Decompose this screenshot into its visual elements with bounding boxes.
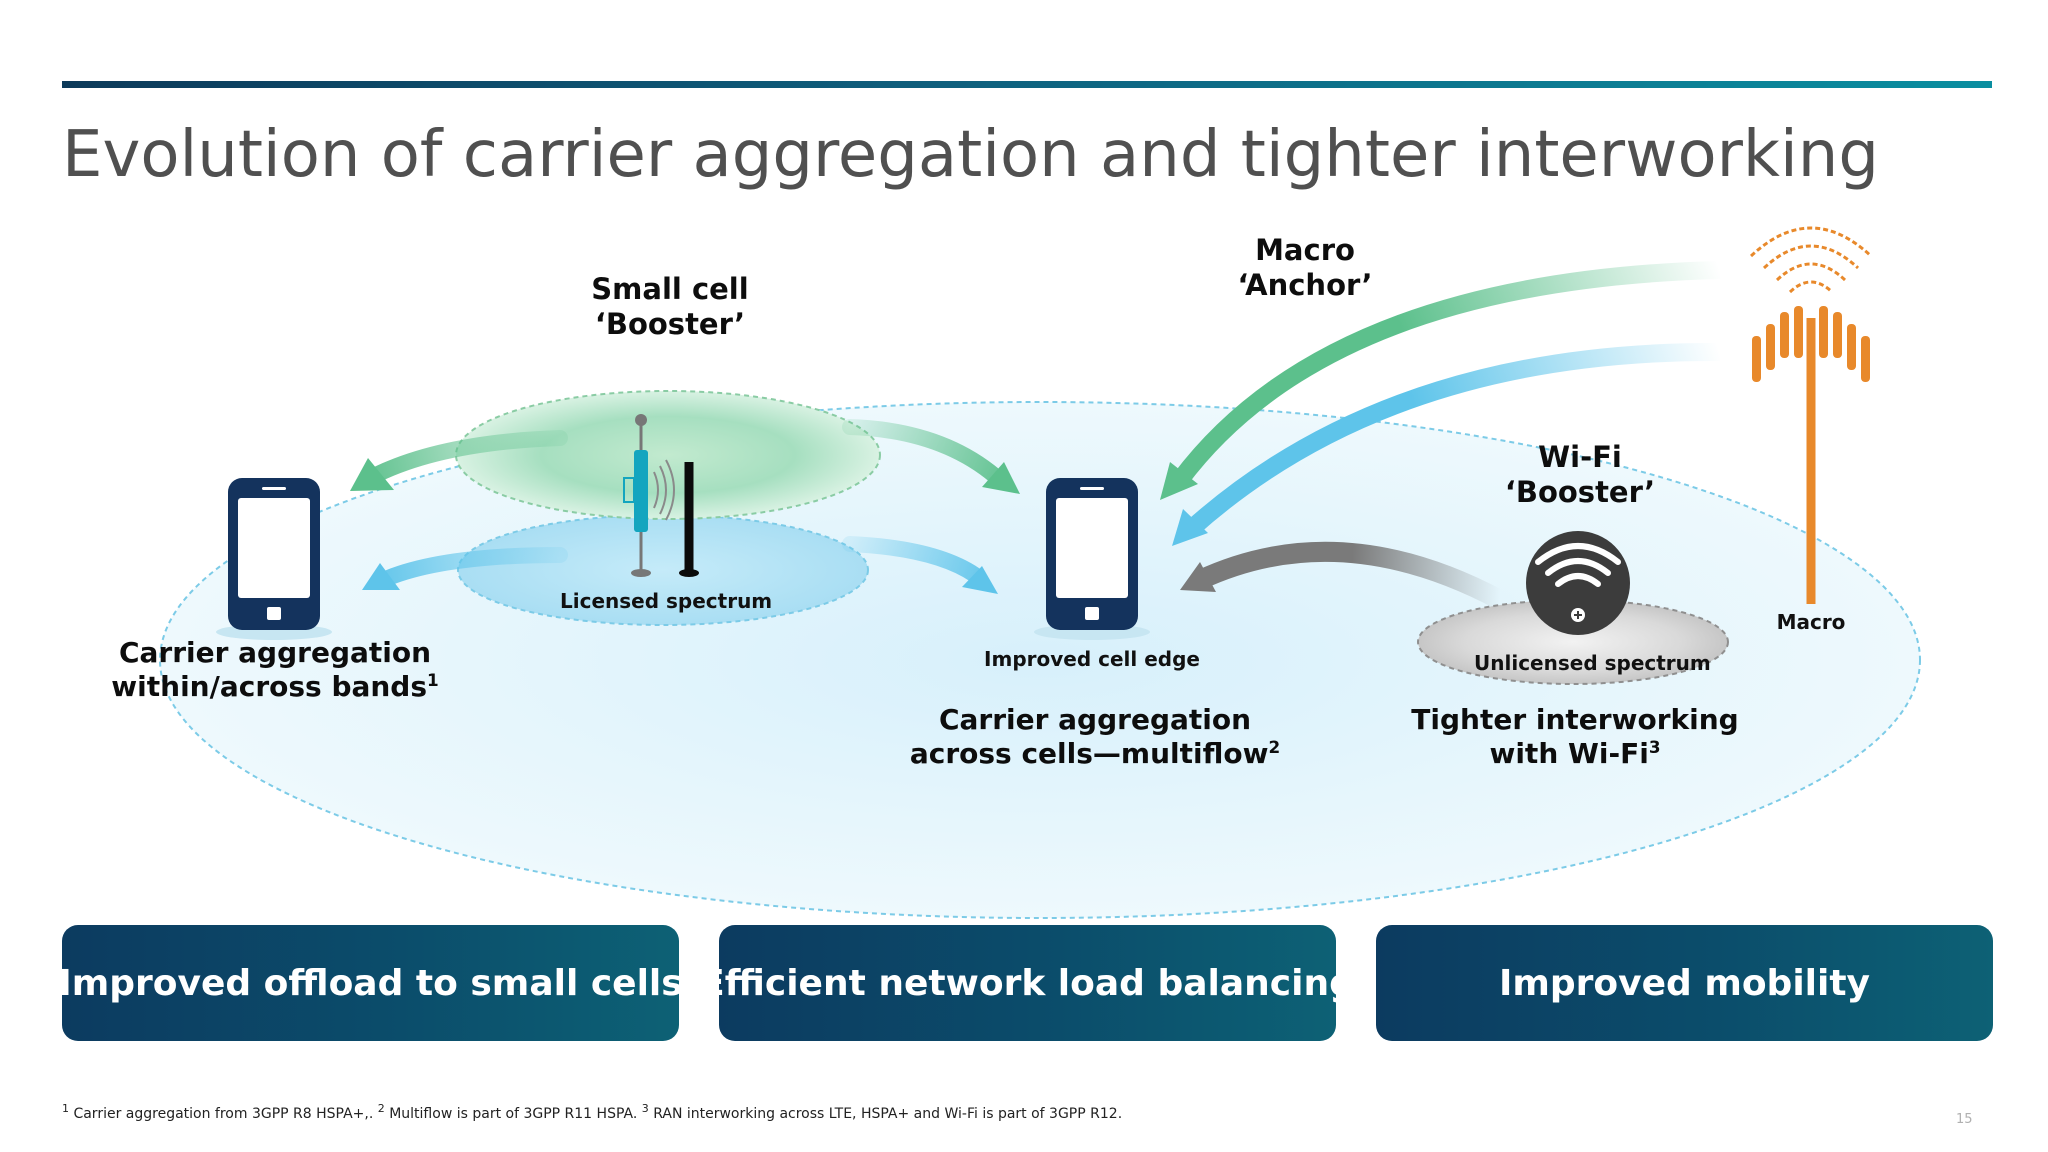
macro-anchor-label: Macro ‘Anchor’ xyxy=(1237,233,1373,303)
macro-arrows xyxy=(1160,261,1721,546)
unlicensed-spectrum-label: Unlicensed spectrum xyxy=(1474,651,1711,675)
page-number: 15 xyxy=(1956,1112,1973,1127)
small-cell-coverage-area xyxy=(455,390,881,520)
macro-tower-icon xyxy=(1749,226,1873,604)
carrier-aggregation-bands-label: Carrier aggregation within/across bands1 xyxy=(111,636,439,704)
carrier-aggregation-cells-label: Carrier aggregation across cells—multifl… xyxy=(909,703,1281,771)
macro-tower-label: Macro xyxy=(1776,610,1846,634)
small-cell-booster-label: Small cell ‘Booster’ xyxy=(591,272,749,342)
page-title: Evolution of carrier aggregation and tig… xyxy=(62,118,1879,192)
improved-cell-edge-label: Improved cell edge xyxy=(984,647,1200,671)
wifi-router-icon xyxy=(1526,531,1630,635)
wifi-booster-label: Wi-Fi ‘Booster’ xyxy=(1504,440,1656,510)
licensed-spectrum-label: Licensed spectrum xyxy=(560,589,773,613)
wifi-arrow xyxy=(1180,541,1505,609)
tighter-interworking-label: Tighter interworking with Wi-Fi3 xyxy=(1411,703,1739,771)
benefit-offload-tile: Improved offload to small cells xyxy=(58,925,683,1041)
unlicensed-spectrum-area xyxy=(1417,599,1729,685)
smartphone-icon xyxy=(1034,478,1150,640)
small-cell-antenna-icon xyxy=(623,414,699,577)
header-rule xyxy=(62,81,1992,88)
benefit-mobility-tile: Improved mobility xyxy=(1376,925,1993,1041)
benefit-load-balancing-tile: Efficient network load balancing xyxy=(700,925,1355,1041)
small-cell-arrows xyxy=(350,419,1020,594)
smartphone-icon xyxy=(216,478,332,640)
licensed-spectrum-area xyxy=(457,514,869,626)
footnote: 1 Carrier aggregation from 3GPP R8 HSPA+… xyxy=(62,1102,1123,1122)
